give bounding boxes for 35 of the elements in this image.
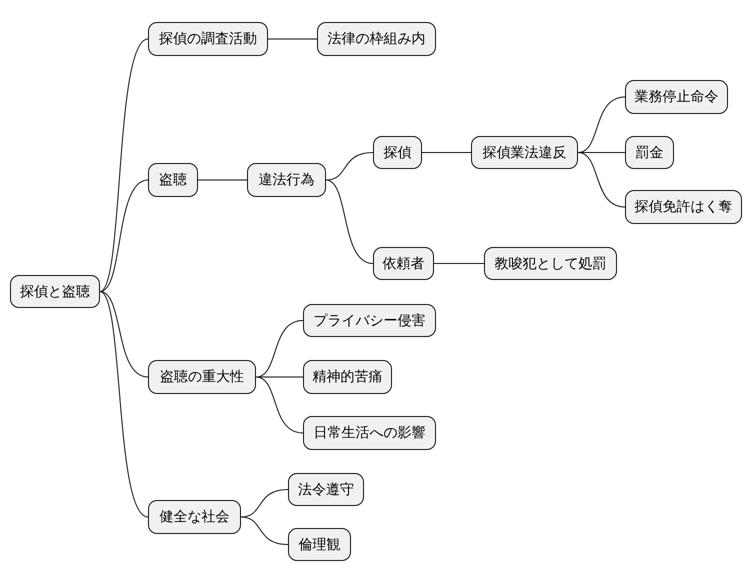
connector-line	[578, 152, 626, 153]
connector-line	[256, 376, 304, 378]
topic-box: 探偵免許はく奪	[625, 190, 742, 224]
topic-box: 教唆犯として処罰	[484, 247, 617, 280]
topic-box: プライバシー侵害	[303, 304, 436, 337]
connector-line	[434, 263, 484, 264]
connector-line	[256, 376, 304, 434]
connector-line	[100, 38, 148, 292]
topic-box: 探偵業法違反	[471, 136, 578, 169]
topic-box: 探偵の調査活動	[148, 22, 268, 56]
connector-line	[100, 180, 148, 292]
topic-box: 探偵	[373, 136, 422, 169]
connector-line	[240, 516, 288, 545]
connector-line	[100, 291, 148, 378]
connector-line	[422, 152, 472, 153]
topic-box: 依頼者	[373, 247, 434, 280]
topic-box: 違法行為	[247, 163, 326, 197]
topic-box: 日常生活への影響	[303, 416, 436, 450]
topic-box: 業務停止命令	[625, 80, 728, 114]
connector-line	[578, 152, 626, 208]
topic-box: 法律の枠組み内	[317, 22, 436, 56]
connector-line	[326, 180, 374, 264]
connector-line	[268, 38, 318, 40]
topic-box: 盗聴	[148, 163, 198, 197]
topic-box: 盗聴の重大性	[148, 360, 256, 394]
topic-box: 倫理観	[288, 528, 351, 561]
connector-line	[326, 152, 374, 180]
topic-box: 精神的苦痛	[303, 360, 392, 394]
connector-line	[578, 96, 626, 153]
connector-line	[100, 291, 148, 518]
topic-box: 健全な社会	[148, 500, 241, 534]
topic-box: 法令遵守	[288, 473, 364, 506]
topic-box: 罰金	[625, 136, 674, 169]
topic-box: 探偵と盗聴	[10, 275, 100, 308]
connector-line	[256, 320, 304, 378]
